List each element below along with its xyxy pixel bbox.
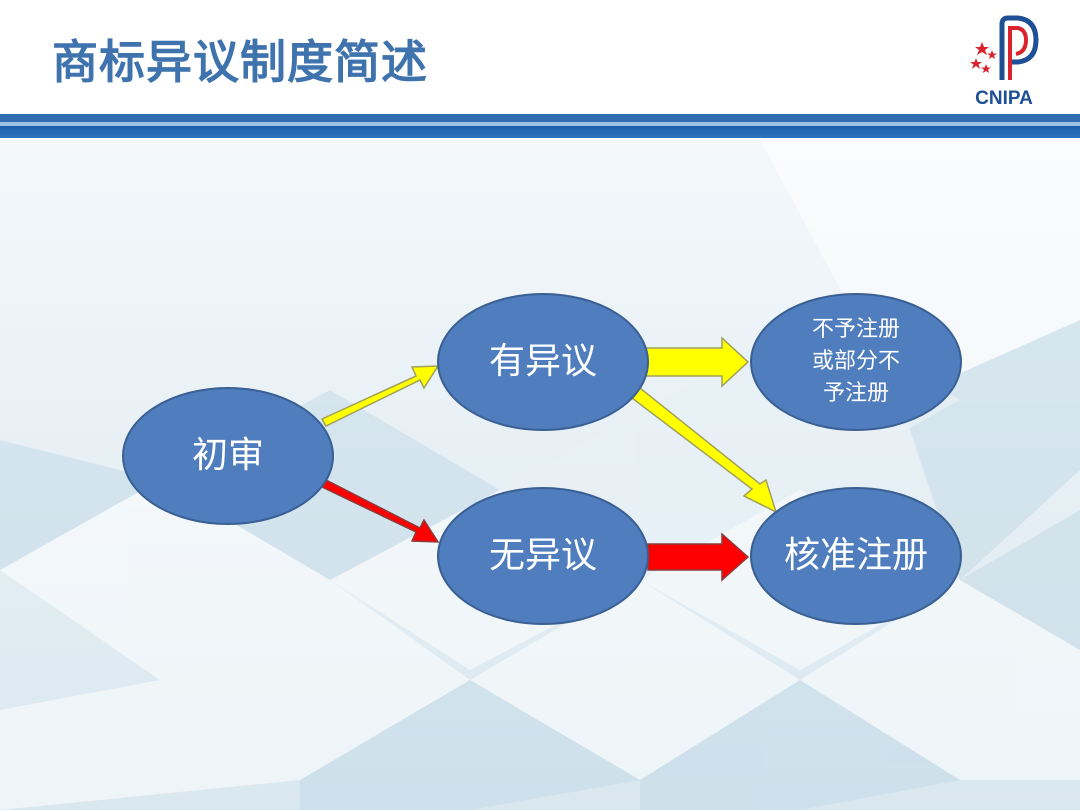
cnipa-logo: CNIPA — [962, 14, 1046, 114]
logo-text: CNIPA — [975, 88, 1033, 109]
node-refuse-registration — [750, 293, 962, 431]
arrow-initial-to-no-opposition — [320, 479, 440, 543]
label-refuse-registration: 不予注册 或部分不 予注册 — [811, 317, 900, 406]
label-has-opposition: 有异议 — [488, 341, 597, 383]
node-has-opposition — [437, 293, 649, 431]
label-approve-registration: 核准注册 — [783, 535, 928, 577]
header-band — [0, 112, 1080, 140]
slide-title: 商标异议制度简述 — [52, 35, 428, 89]
logo-emblem-icon — [970, 15, 1039, 80]
arrow-has-opposition-to-refuse — [645, 336, 750, 388]
node-approve-registration — [750, 487, 962, 625]
node-initial-review — [122, 387, 334, 525]
arrow-no-opposition-to-approve — [647, 532, 750, 582]
node-no-opposition — [437, 487, 649, 625]
arrow-initial-to-has-opposition — [320, 365, 440, 427]
arrow-has-opposition-to-approve — [630, 386, 778, 514]
slide-header: 商标异议制度简述 CNIPA — [0, 0, 1080, 112]
label-no-opposition: 无异议 — [488, 535, 597, 577]
label-initial-review: 初审 — [191, 435, 264, 477]
